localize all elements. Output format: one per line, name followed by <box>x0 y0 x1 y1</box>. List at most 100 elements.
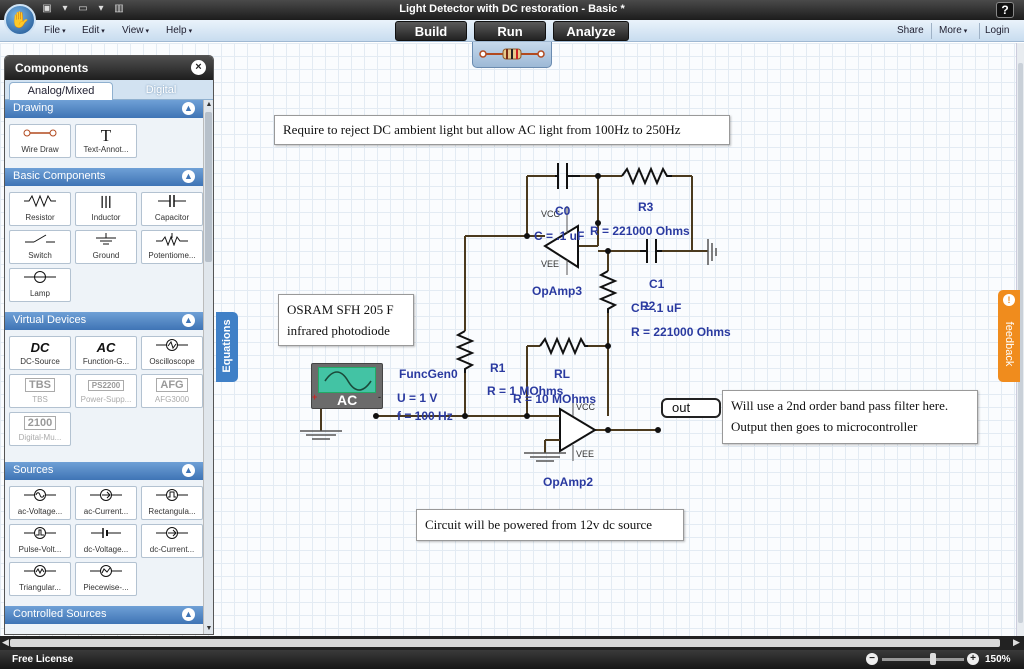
zoom-level: 150% <box>985 654 1011 665</box>
function-generator[interactable]: AC <box>311 363 383 409</box>
login-link[interactable]: Login <box>985 25 1010 36</box>
minus-terminal[interactable]: - <box>378 392 381 402</box>
collapse-icon[interactable]: ▲ <box>182 464 195 477</box>
help-button[interactable]: ? <box>996 2 1014 18</box>
close-icon[interactable]: × <box>191 60 206 75</box>
tile-label: dc-Voltage... <box>83 545 129 554</box>
tile-label: dc-Current... <box>149 545 195 554</box>
ac-voltage-icon <box>10 488 70 507</box>
chevron-down-icon: ▾ <box>62 28 66 35</box>
section-drawing[interactable]: Drawing ▲ <box>5 100 203 118</box>
section-controlled-sources[interactable]: Controlled Sources ▲ <box>5 606 203 624</box>
note-photodiode[interactable]: OSRAM SFH 205 F infrared photodiode <box>278 294 414 346</box>
components-scrollbar[interactable]: ▲ ▼ <box>203 100 213 634</box>
scroll-thumb[interactable] <box>10 639 1000 647</box>
scroll-down-icon[interactable]: ▼ <box>205 625 213 632</box>
tile-label: TBS <box>32 395 48 404</box>
ac-label: AC <box>337 392 358 408</box>
resistor-probe-icon[interactable] <box>473 42 551 66</box>
oscilloscope-icon <box>142 338 202 357</box>
equations-tab[interactable]: Equations <box>216 312 238 382</box>
menu-edit[interactable]: Edit▾ <box>82 25 105 36</box>
components-panel-header: Components × <box>5 56 213 80</box>
analyze-button[interactable]: Analyze <box>553 21 629 41</box>
note-requirement[interactable]: Require to reject DC ambient light but a… <box>274 115 730 145</box>
menu-file[interactable]: File▾ <box>44 25 66 36</box>
section-controlled-label: Controlled Sources <box>13 608 107 620</box>
tile-inductor[interactable]: ꟾꟾꟾ Inductor <box>75 192 137 226</box>
menu-help[interactable]: Help▾ <box>166 25 192 36</box>
tile-triangular[interactable]: Triangular... <box>9 562 71 596</box>
tile-power-supply[interactable]: PS2200 Power-Supp... <box>75 374 137 408</box>
multimeter-icon: 2100 <box>10 414 70 433</box>
tile-tbs[interactable]: TBS TBS <box>9 374 71 408</box>
run-button[interactable]: Run <box>474 21 546 41</box>
tile-dc-current[interactable]: dc-Current... <box>141 524 203 558</box>
zoom-in-icon[interactable]: + <box>967 653 979 665</box>
share-menu[interactable]: Share <box>897 25 924 36</box>
scroll-thumb[interactable] <box>205 112 212 262</box>
tab-digital[interactable]: Digital <box>145 84 177 96</box>
tile-ac-current[interactable]: ac-Current... <box>75 486 137 520</box>
note-photodiode-line1: OSRAM SFH 205 F <box>287 302 394 317</box>
feedback-tab[interactable]: ! feedback <box>998 290 1020 382</box>
tile-dc-source[interactable]: DC DC-Source <box>9 336 71 370</box>
components-panel: Components × Analog/Mixed Digital Drawin… <box>4 55 214 635</box>
license-label: Free License <box>12 654 74 665</box>
tile-pulse-voltage[interactable]: Pulse-Volt... <box>9 524 71 558</box>
note-filter-line1: Will use a 2nd order band pass filter he… <box>731 398 949 413</box>
scroll-thumb[interactable] <box>1018 63 1023 623</box>
tile-text-annotation[interactable]: T Text-Annot... <box>75 124 137 158</box>
scroll-up-icon[interactable]: ▲ <box>205 101 213 108</box>
note-power[interactable]: Circuit will be powered from 12v dc sour… <box>416 509 684 541</box>
menu-view[interactable]: View▾ <box>122 25 149 36</box>
section-virtual-devices[interactable]: Virtual Devices ▲ <box>5 312 203 330</box>
tile-digital-multimeter[interactable]: 2100 Digital-Mu... <box>9 412 71 446</box>
tile-function-generator[interactable]: AC Function-G... <box>75 336 137 370</box>
dropdown-icon[interactable]: ▾ <box>98 3 104 14</box>
tile-resistor[interactable]: Resistor <box>9 192 71 226</box>
tile-capacitor[interactable]: Capacitor <box>141 192 203 226</box>
potentiometer-icon <box>142 232 202 251</box>
tile-piecewise[interactable]: Piecewise-... <box>75 562 137 596</box>
collapse-icon[interactable]: ▲ <box>182 314 195 327</box>
tab-analog-mixed[interactable]: Analog/Mixed <box>9 82 113 100</box>
zoom-slider[interactable] <box>882 658 964 661</box>
tile-ground[interactable]: Ground <box>75 230 137 264</box>
collapse-icon[interactable]: ▲ <box>182 102 195 115</box>
layout-icon[interactable]: ▥ <box>114 3 124 14</box>
tile-label: Triangular... <box>19 583 61 592</box>
out-probe[interactable]: out <box>661 398 721 418</box>
tile-oscilloscope[interactable]: Oscilloscope <box>141 336 203 370</box>
collapse-icon[interactable]: ▲ <box>182 608 195 621</box>
collapse-icon[interactable]: ▲ <box>182 170 195 183</box>
tile-label: Power-Supp... <box>80 395 132 404</box>
zoom-out-icon[interactable]: − <box>866 653 878 665</box>
tile-ac-voltage[interactable]: ac-Voltage... <box>9 486 71 520</box>
scroll-right-icon[interactable]: ▶ <box>1013 637 1020 647</box>
app-logo-icon[interactable]: ✋ <box>4 4 36 36</box>
zoom-slider-handle[interactable] <box>930 653 936 665</box>
tile-dc-voltage[interactable]: dc-Voltage... <box>75 524 137 558</box>
canvas-horizontal-scrollbar[interactable]: ◀ ▶ <box>0 636 1024 650</box>
build-button[interactable]: Build <box>395 21 467 41</box>
components-list[interactable]: Drawing ▲ Wire Draw T Text-Annot... Basi… <box>5 100 203 634</box>
tile-label: ac-Current... <box>83 507 129 516</box>
section-virtual-label: Virtual Devices <box>13 314 87 326</box>
tile-afg3000[interactable]: AFG AFG3000 <box>141 374 203 408</box>
ground-icon <box>76 232 136 251</box>
scroll-left-icon[interactable]: ◀ <box>2 637 9 647</box>
open-folder-icon[interactable]: ▭ <box>78 3 88 14</box>
dropdown-icon[interactable]: ▾ <box>62 3 68 14</box>
section-sources[interactable]: Sources ▲ <box>5 462 203 480</box>
tile-lamp[interactable]: Lamp <box>9 268 71 302</box>
note-filter[interactable]: Will use a 2nd order band pass filter he… <box>722 390 978 444</box>
tile-wire-draw[interactable]: Wire Draw <box>9 124 71 158</box>
tile-rectangular[interactable]: Rectangula... <box>141 486 203 520</box>
tile-switch[interactable]: Switch <box>9 230 71 264</box>
section-basic-components[interactable]: Basic Components ▲ <box>5 168 203 186</box>
more-menu[interactable]: More▾ <box>939 25 967 36</box>
plus-terminal[interactable]: + <box>312 392 318 402</box>
save-icon[interactable]: ▣ <box>42 3 52 14</box>
tile-potentiometer[interactable]: Potentiome... <box>141 230 203 264</box>
